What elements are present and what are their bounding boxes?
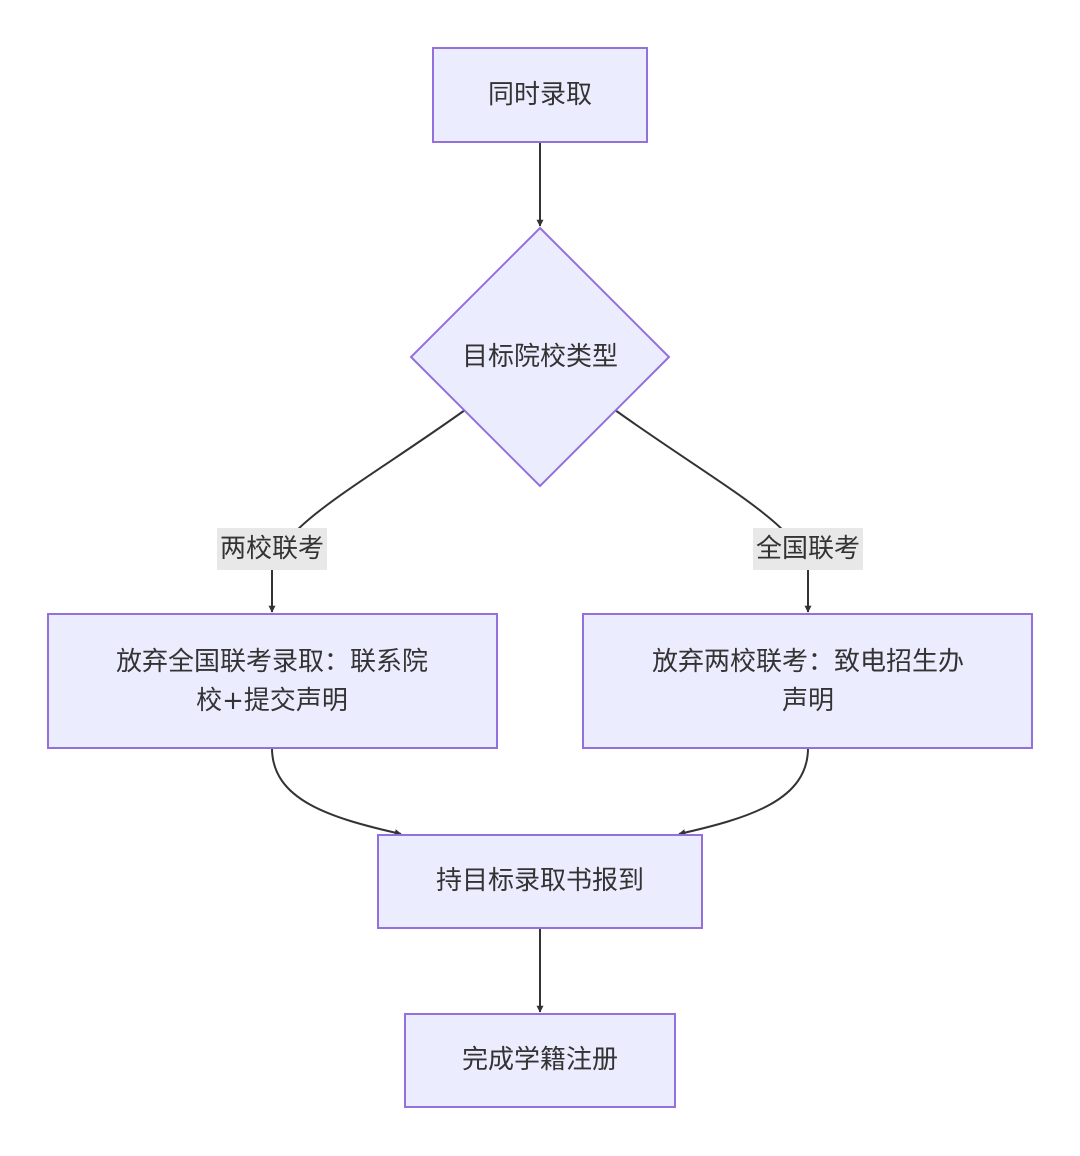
- edge-label-right: 全国联考: [753, 528, 863, 570]
- node-left-action-line1: 放弃全国联考录取：联系院: [116, 647, 428, 677]
- edge-label-left: 两校联考: [217, 528, 327, 570]
- edge-left-to-report: [271, 747, 402, 837]
- node-report-text: 持目标录取书报到: [436, 866, 644, 896]
- node-report: 持目标录取书报到: [377, 834, 703, 929]
- edge-label-left-text: 两校联考: [220, 534, 324, 564]
- node-decision-text: 目标院校类型: [462, 342, 618, 372]
- edge-label-right-text: 全国联考: [756, 534, 860, 564]
- node-finish-text: 完成学籍注册: [462, 1045, 618, 1075]
- edge-decision-to-right: [614, 409, 812, 613]
- node-start-text: 同时录取: [488, 80, 592, 110]
- node-left-action-line2: 校+提交声明: [196, 686, 348, 716]
- node-start: 同时录取: [432, 47, 648, 143]
- node-decision: 目标院校类型: [409, 226, 671, 488]
- node-right-action-line2: 声明: [782, 686, 834, 716]
- node-finish: 完成学籍注册: [404, 1013, 676, 1108]
- edge-right-to-report: [678, 747, 809, 837]
- edge-decision-to-left: [268, 409, 466, 613]
- node-right-action-line1: 放弃两校联考：致电招生办: [652, 647, 964, 677]
- node-right-action: 放弃两校联考：致电招生办 声明: [582, 613, 1033, 749]
- node-left-action: 放弃全国联考录取：联系院 校+提交声明: [47, 613, 498, 749]
